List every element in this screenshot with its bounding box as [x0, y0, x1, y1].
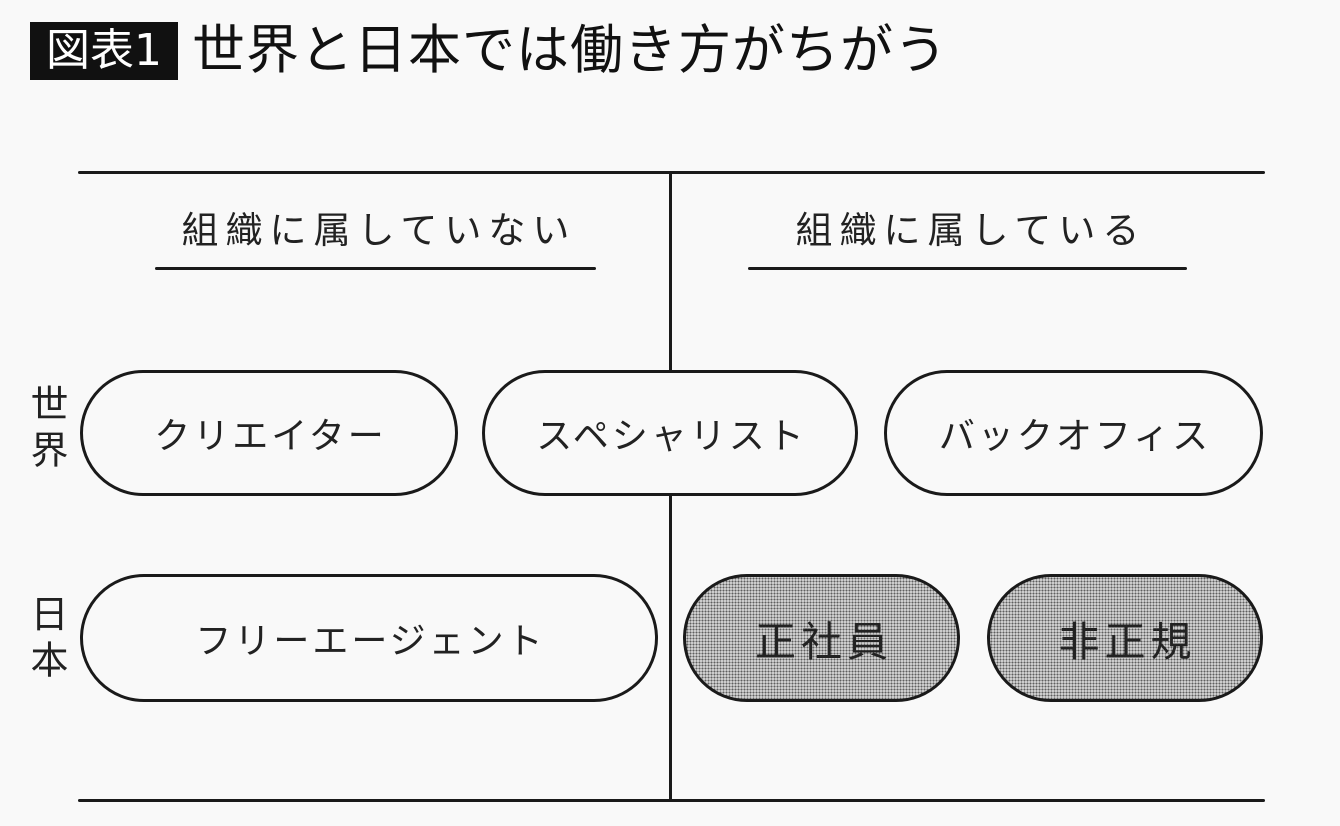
pill-label: スペシャリスト: [536, 416, 807, 457]
row-label-japan: 日本: [24, 594, 68, 686]
pill-specialist: スペシャリスト: [482, 370, 858, 496]
column-header-in-organization: 組織に属している: [795, 209, 1147, 252]
pill-back-office: バックオフィス: [884, 370, 1263, 496]
figure-label-box: 図表1: [30, 22, 178, 80]
pill-free-agent: フリーエージェント: [80, 574, 658, 702]
column-header-underline-left: [155, 267, 596, 270]
column-header-not-in-organization: 組織に属していない: [181, 209, 577, 252]
pill-label: 正社員: [755, 618, 893, 666]
column-header-underline-right: [748, 267, 1187, 270]
row-label-world: 世界: [24, 384, 68, 476]
pill-label: バックオフィス: [938, 416, 1212, 457]
pill-creator: クリエイター: [80, 370, 458, 496]
pill-non-regular-employee: 非正規: [987, 574, 1263, 702]
pill-label: フリーエージェント: [195, 621, 546, 662]
figure-title: 世界と日本では働き方がちがう: [192, 20, 948, 81]
bottom-rule: [78, 799, 1265, 802]
pill-label: 非正規: [1058, 618, 1197, 666]
pill-regular-employee: 正社員: [683, 574, 960, 702]
pill-label: クリエイター: [154, 416, 387, 457]
